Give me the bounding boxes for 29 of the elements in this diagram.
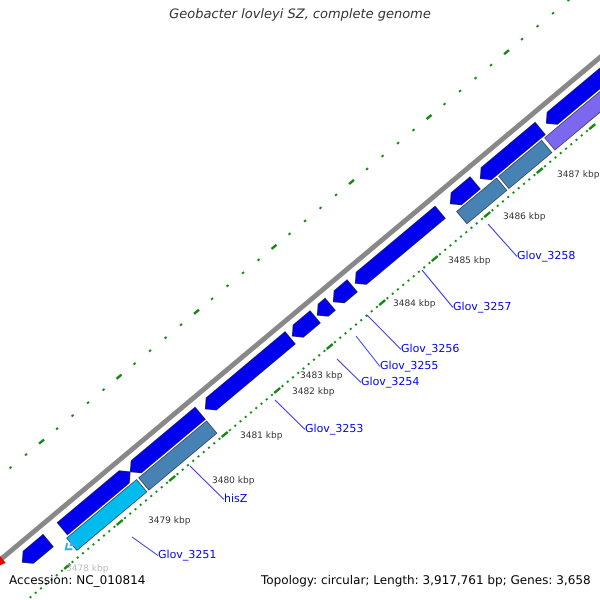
scale-label: 3483 kbp xyxy=(300,371,342,382)
scale-label: 3481 kbp xyxy=(240,431,282,442)
leader-line xyxy=(356,336,380,367)
scale-label: 3484 kbp xyxy=(393,299,436,310)
leader-line xyxy=(274,400,306,430)
scale-label: 3478 kbp xyxy=(66,564,108,574)
leader-line xyxy=(488,224,518,257)
gene-label: Glov_3251 xyxy=(158,549,216,562)
leader-line xyxy=(132,536,158,556)
genome-summary-text: Topology: circular; Length: 3,917,761 bp; Genes: 3,658 xyxy=(261,574,591,588)
gene-label: hisZ xyxy=(224,493,248,506)
leader-line xyxy=(336,358,362,383)
gene-label: Glov_3254 xyxy=(361,376,420,389)
scale-label: 3487 kbp xyxy=(557,170,600,180)
title: Geobacter lovleyi SZ, complete genome xyxy=(168,8,432,23)
leader-line xyxy=(190,466,224,500)
scale-label: 3480 kbp xyxy=(212,476,254,486)
gene-label: Glov_3255 xyxy=(380,360,438,373)
accession-text: Accession: NC_010814 xyxy=(9,574,146,588)
scale-label: 3485 kbp xyxy=(448,256,490,266)
scale-label: 3479 kbp xyxy=(148,516,190,526)
scale-label: 3486 kbp xyxy=(503,212,546,222)
scale-label: 3482 kbp xyxy=(292,387,334,398)
gene-label: Glov_3256 xyxy=(401,343,460,356)
gene-label: Glov_3253 xyxy=(305,423,364,436)
gene-label: Glov_3257 xyxy=(453,301,512,314)
gene-label: Glov_3258 xyxy=(517,250,576,263)
leader-line xyxy=(366,314,402,350)
leader-line xyxy=(422,270,454,308)
